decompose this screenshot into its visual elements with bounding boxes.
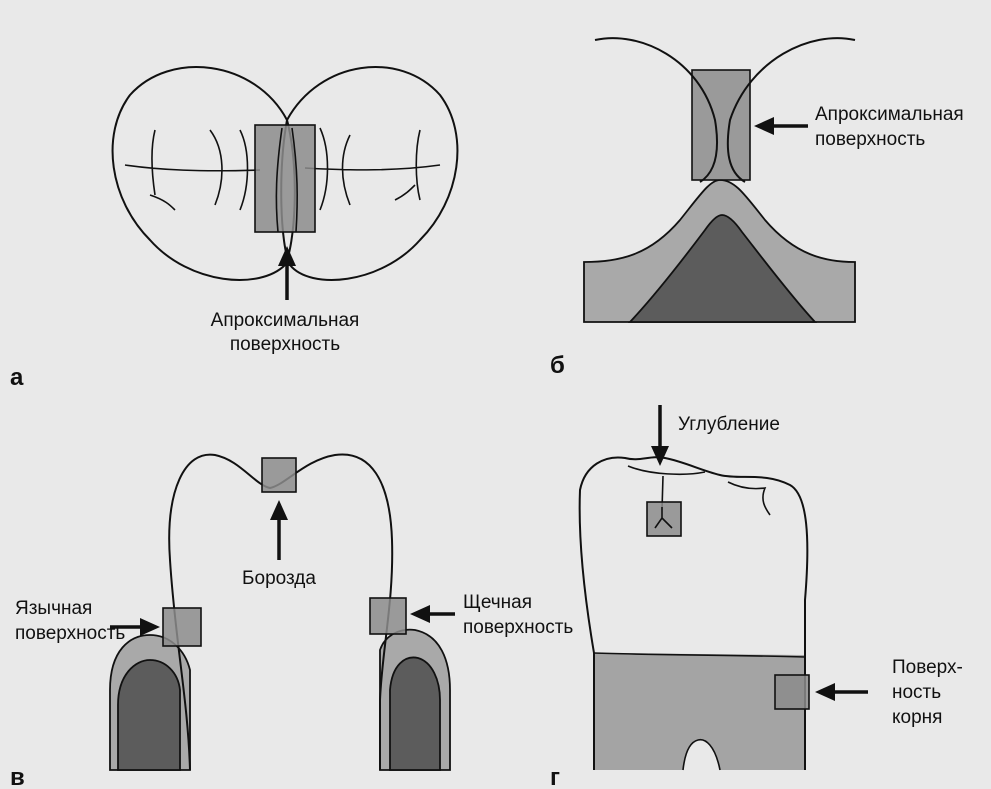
molar-outline [169, 454, 392, 770]
approximal-label-line2: поверхность [230, 334, 340, 355]
left-bone [118, 660, 180, 770]
panel-a: Апроксимальная поверхность а [10, 67, 457, 391]
arrow-head-right-lingual [140, 618, 160, 636]
approximal-lesion-box [255, 125, 315, 232]
panel-b: Апроксимальная поверхность б [550, 38, 964, 379]
panel-letter-b: б [550, 352, 565, 379]
buccal-lesion-box [370, 598, 406, 634]
approximal-label-b-line1: Апроксимальная [815, 104, 964, 125]
arrow-head-up [278, 246, 296, 266]
arrow-head-left-b [754, 117, 774, 135]
left-tooth-fissures [125, 130, 260, 210]
panel-letter-g: г [550, 764, 560, 789]
buccal-label-line1: Щечная [463, 592, 532, 613]
pit-label: Углубление [678, 414, 780, 435]
buccal-label-line2: поверхность [463, 617, 573, 638]
right-tooth-fissures [305, 128, 440, 210]
arrow-head-down-pit [651, 446, 669, 466]
panel-g: Углубление Поверх- ность корня г [550, 405, 963, 789]
root-label-line1: Поверх- [892, 657, 963, 678]
lingual-label-line2: поверхность [15, 623, 125, 644]
panel-letter-v: в [10, 764, 25, 789]
arrow-head-left-root [815, 683, 835, 701]
panel-letter-a: а [10, 364, 24, 391]
approximal-label-b-line2: поверхность [815, 129, 925, 150]
approximal-label-line1: Апроксимальная [211, 310, 360, 331]
arrow-head-left-buccal [410, 605, 430, 623]
root-label-line2: ность [892, 682, 941, 703]
panel-v: Борозда Язычная поверхность Щечная повер… [10, 454, 573, 789]
lingual-label-line1: Язычная [15, 598, 92, 619]
root-area [594, 653, 805, 770]
lingual-lesion-box [163, 608, 201, 646]
arrow-head-up-groove [270, 500, 288, 520]
groove-lesion-box [262, 458, 296, 492]
root-label-line3: корня [892, 707, 942, 728]
groove-label: Борозда [242, 568, 316, 589]
root-lesion-box [775, 675, 809, 709]
right-bone [390, 657, 440, 770]
